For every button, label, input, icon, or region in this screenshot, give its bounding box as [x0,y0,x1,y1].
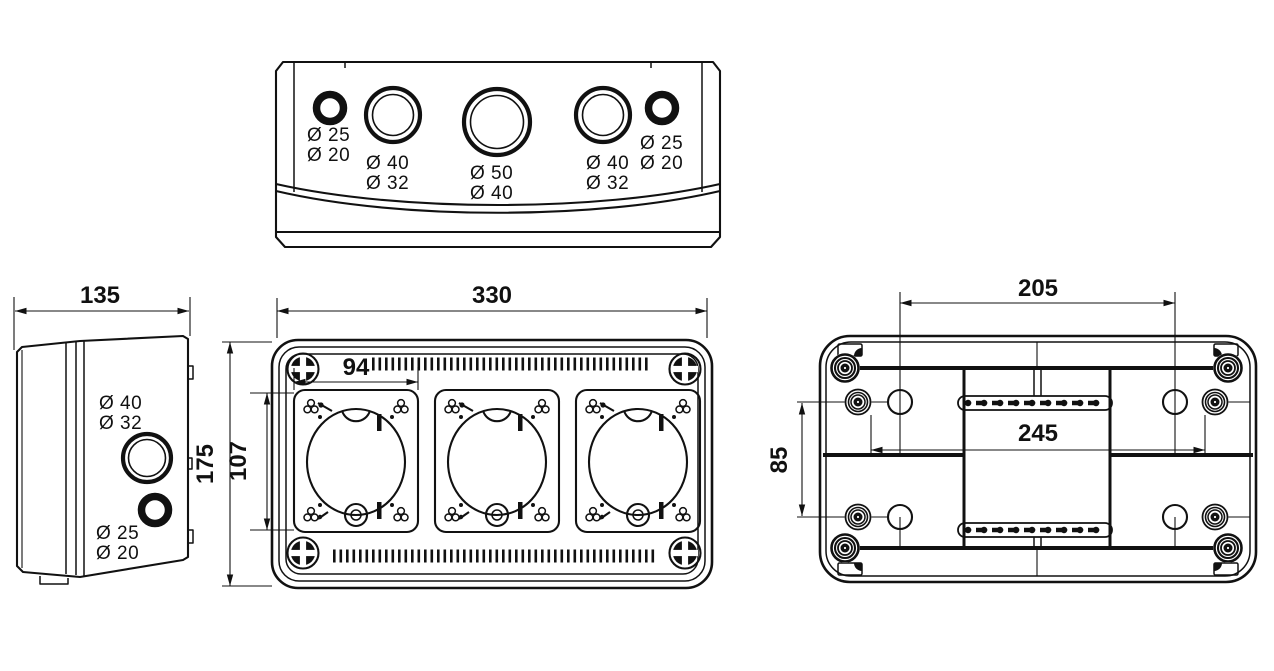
lid-curve-outer [275,182,721,207]
dim-mount-hole-pitch-v: 85 [766,403,806,516]
dim-socket-width-value: 94 [343,354,370,381]
knockout-label: Ø 40 [586,153,629,174]
inner-knockout [1200,502,1230,532]
inner-knockout [843,387,873,417]
top-view: Ø 25 Ø 20 Ø 40 Ø 32 Ø 50 Ø 40 Ø 40 Ø 32 … [274,60,722,249]
corner-knockout [1211,351,1245,385]
dim-overall-height-value: 175 [192,444,219,484]
knockout-label: Ø 32 [586,173,629,194]
dim-mount-hole-pitch-v-value: 85 [766,447,793,474]
top-view-outline [274,60,722,249]
corner-knockout [1211,531,1245,565]
dim-side-width: 135 [13,282,191,350]
knockout-label: Ø 20 [96,543,139,564]
inner-knockout [1200,387,1230,417]
dim-socket-height: 107 [225,392,294,531]
inner-knockout [843,502,873,532]
side-view-outline [15,334,190,579]
dim-knockout-pitch-h: 245 [871,420,1205,454]
cable-slot-strip-bottom [957,522,1113,538]
screw-bottom-right [668,536,702,570]
socket-outlet-1 [294,390,418,532]
knockout-50-40-center [461,86,533,158]
bottom-tab [39,576,69,585]
hinge-tab [187,365,194,380]
knockout-40-32-right [573,85,633,145]
corner-bracket [837,562,863,576]
screw-top-right [668,352,702,386]
dim-mount-hole-pitch-h: 205 [899,275,1176,455]
cable-slot-strip-top [957,395,1113,411]
screw-bottom-left [286,536,320,570]
dim-overall-width: 330 [276,282,708,338]
side-view: 135 Ø 40 Ø 32 Ø 25 Ø 20 [13,282,194,585]
dim-socket-width: 94 [293,354,419,390]
knockout-25-20-left [312,90,348,126]
lid-curve-inner [275,189,721,214]
front-view: 330 175 94 107 [192,282,714,590]
knockout-label: Ø 40 [99,393,142,414]
knockout-25-20-right [644,90,680,126]
hinge-tab [187,457,193,470]
knockout-40-32-left [363,85,423,145]
knockout-label: Ø 25 [640,133,683,154]
knockout-label: Ø 32 [99,413,142,434]
dim-overall-width-value: 330 [472,282,512,309]
socket-outlet-3 [576,390,700,532]
knockout-label: Ø 20 [640,153,683,174]
front-box-outer [270,338,714,590]
dim-mount-hole-pitch-h-value: 205 [1018,275,1058,302]
knockout-label: Ø 40 [366,153,409,174]
corner-knockout [828,351,862,385]
screw-top-left [286,352,320,386]
back-view: 205 245 85 [766,275,1258,584]
knockout-label: Ø 40 [470,183,513,204]
knockout-label: Ø 32 [366,173,409,194]
corner-knockout [828,531,862,565]
side-knockout-40-32 [120,431,174,485]
knockout-label: Ø 25 [307,125,350,146]
corner-bracket [1213,562,1239,576]
knockout-label: Ø 50 [470,163,513,184]
dim-overall-height: 175 [192,341,272,587]
side-knockout-25-20 [137,492,173,528]
socket-outlet-2 [435,390,559,532]
dim-side-width-value: 135 [80,282,120,309]
knockout-label: Ø 25 [96,523,139,544]
knockout-label: Ø 20 [307,145,350,166]
dim-knockout-pitch-h-value: 245 [1018,420,1058,447]
hinge-tab [187,529,194,544]
back-box-outer [818,334,1258,584]
dim-socket-height-value: 107 [225,441,252,481]
